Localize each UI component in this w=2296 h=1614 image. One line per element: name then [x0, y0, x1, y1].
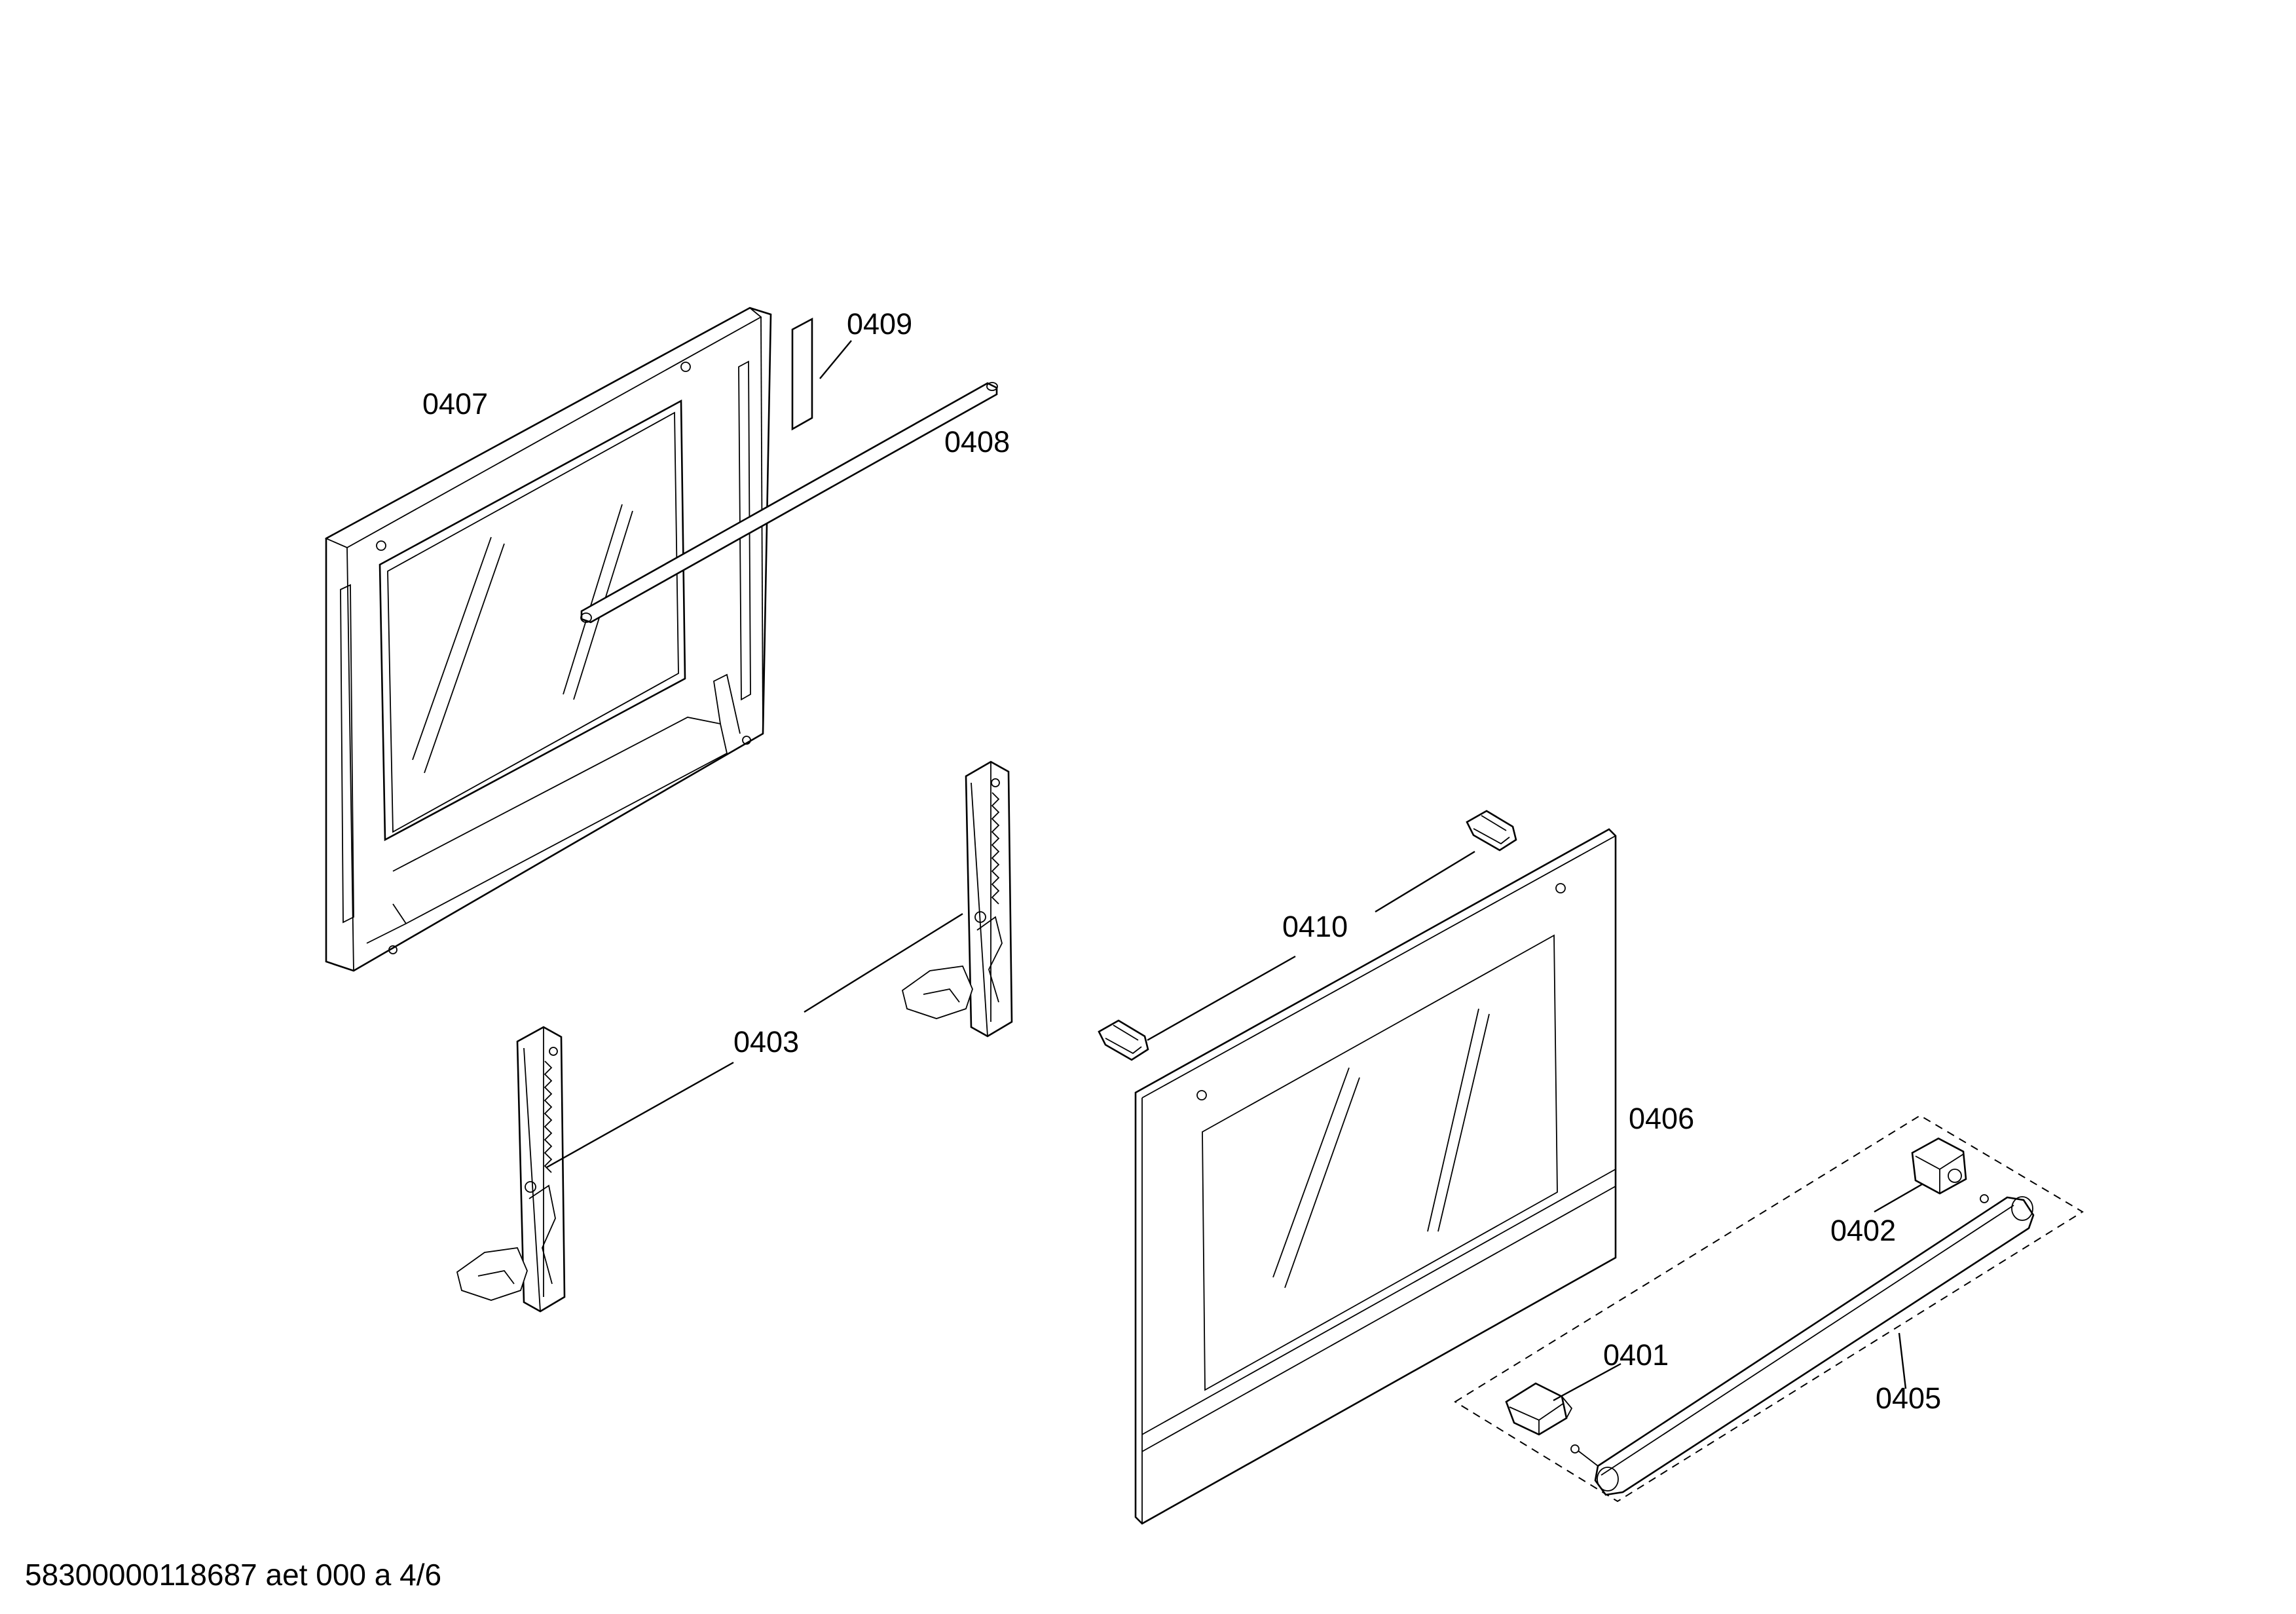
clip-top-0410 — [1466, 810, 1517, 852]
end-cap-0401 — [1505, 1382, 1573, 1436]
label-0409: 0409 — [847, 307, 912, 341]
label-0408: 0408 — [944, 425, 1010, 459]
end-cap-0402 — [1911, 1137, 1967, 1195]
document-id: 58300000118687 aet 000 a 4/6 — [25, 1558, 441, 1592]
label-0405: 0405 — [1876, 1381, 1941, 1415]
label-0407: 0407 — [422, 387, 488, 421]
label-0406: 0406 — [1629, 1102, 1694, 1135]
label-strip-0409 — [791, 317, 813, 431]
outer-door-glass-0406 — [1134, 828, 1617, 1525]
rod-0408 — [580, 382, 998, 624]
label-0401: 0401 — [1603, 1338, 1669, 1372]
handle-bar-0405 — [1570, 1194, 2035, 1496]
inner-door-frame-0407 — [324, 307, 772, 972]
hinge-right-0403 — [901, 760, 1013, 1038]
label-0403: 0403 — [733, 1025, 799, 1059]
clip-bottom-0410 — [1098, 1019, 1149, 1061]
label-0402: 0402 — [1830, 1214, 1896, 1247]
label-0410: 0410 — [1282, 910, 1348, 943]
leader-lines — [546, 340, 1923, 1402]
handle-assembly-box — [1454, 1114, 2084, 1503]
hinge-left-0403 — [456, 1026, 566, 1313]
